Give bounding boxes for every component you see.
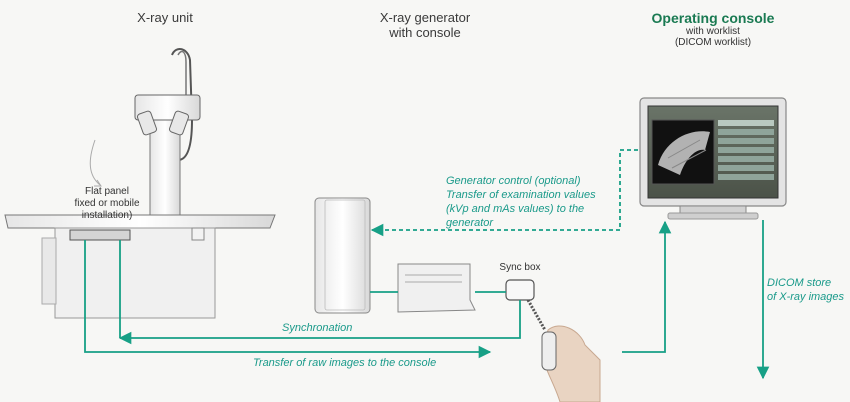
console-subtitle-2: (DICOM worklist) [674, 37, 752, 48]
dicom-store-line2: of X-ray images [767, 291, 845, 303]
generator-control-label: Generator control (optional) Transfer of… [446, 174, 626, 230]
operating-console [639, 97, 787, 220]
table-base [54, 227, 216, 319]
generator-title: X-ray generator with console [350, 10, 500, 40]
console-subtitle-1: with worklist [686, 26, 740, 37]
synchronation-arrow [118, 300, 521, 345]
dicom-store-label: DICOM store of X-ray images [767, 276, 849, 304]
sync-box [505, 279, 535, 301]
patient-table [4, 214, 276, 229]
generator-control-arrow [370, 149, 638, 237]
raw-images-arrow [84, 240, 492, 359]
generator-title-line1: X-ray generator [379, 10, 471, 25]
xray-unit-title: X-ray unit [137, 10, 193, 25]
synchronation-label: Synchronation [282, 322, 353, 334]
flat-panel-pointer [89, 139, 101, 186]
flat-panel-label-line3: installation) [81, 210, 133, 221]
hand-switch-cable [526, 299, 547, 331]
sync-box-label: Sync box [499, 262, 541, 273]
hand-switch [541, 331, 557, 371]
generator-control-line2: Transfer of examination values [446, 189, 596, 201]
console-title: Operating console [651, 10, 775, 26]
xray-tube-cable [171, 48, 194, 161]
worklist-panel [718, 120, 774, 180]
flat-panel-label-line2: fixed or mobile [74, 198, 140, 209]
generator-control-line1: Generator control (optional) [446, 175, 581, 187]
generator-control-line4: generator [446, 217, 494, 229]
xray-unit [4, 48, 276, 319]
flat-panel-label: Flat panel fixed or mobile installation) [62, 186, 152, 222]
dicom-store-line1: DICOM store [767, 277, 832, 289]
generator-title-line2: with console [389, 25, 461, 40]
raw-images-label: Transfer of raw images to the console [253, 357, 437, 369]
flow-lines [84, 149, 770, 380]
console-title-block: Operating console with worklist (DICOM w… [638, 10, 788, 48]
generator-cabinet [314, 197, 371, 314]
generator-console [397, 263, 476, 313]
xray-generator [314, 197, 601, 402]
generator-control-line3: (kVp and mAs values) to the [446, 203, 585, 215]
flat-panel-detector [69, 229, 131, 241]
flat-panel-label-line1: Flat panel [85, 186, 129, 197]
